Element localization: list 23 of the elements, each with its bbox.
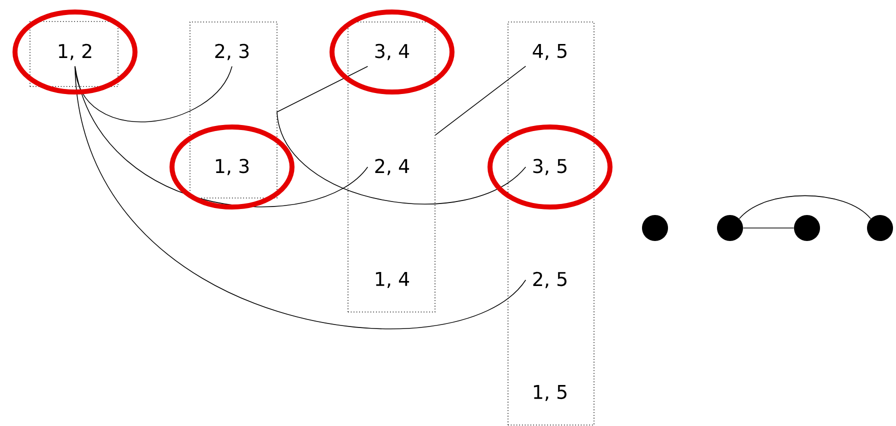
dotted-box: [30, 21, 118, 87]
pair-label: 1, 2: [58, 44, 92, 60]
connector-line: [74, 66, 526, 330]
vertex-dot: [867, 215, 893, 241]
pair-label: 2, 5: [533, 272, 566, 288]
pair-label: 2, 3: [215, 44, 249, 60]
connector-line: [435, 66, 526, 136]
pair-label: 1, 5: [534, 384, 566, 402]
vertex-dot: [642, 215, 668, 241]
vertex-dot: [717, 215, 743, 241]
connector-line: [738, 195, 872, 220]
connector-line: [276, 66, 526, 204]
pair-label: 3, 4: [375, 44, 410, 60]
dotted-box: [348, 22, 436, 312]
pair-label: 1, 4: [376, 272, 410, 288]
pair-label: 3, 5: [533, 158, 566, 176]
dotted-box: [190, 22, 278, 198]
connector-line: [74, 66, 232, 122]
pair-label: 2, 4: [375, 158, 410, 176]
pair-label: 1, 3: [216, 158, 249, 176]
pair-label: 4, 5: [532, 44, 566, 60]
vertex-dot: [794, 215, 820, 241]
dotted-box: [508, 22, 594, 426]
